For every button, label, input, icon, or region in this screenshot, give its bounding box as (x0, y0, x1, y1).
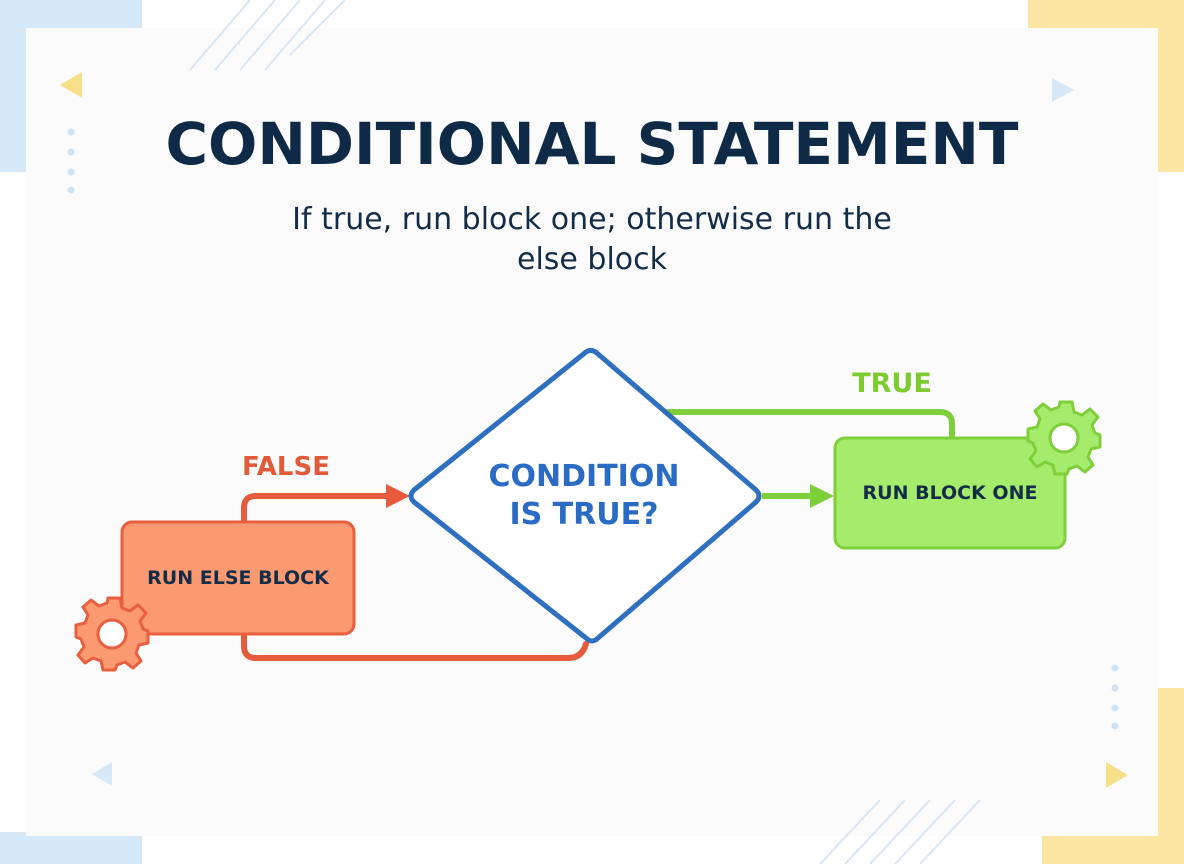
false-edge-top (241, 493, 391, 525)
gear-icon (1026, 400, 1102, 476)
triangle-icon (1106, 762, 1128, 788)
true-edge-top (665, 409, 955, 441)
true-arrowhead (810, 484, 834, 508)
triangle-icon (60, 72, 82, 98)
page-subtitle: If true, run block one; otherwise run th… (292, 202, 892, 277)
decision-label: CONDITION IS TRUE? (452, 456, 716, 536)
false-edge-bottom (241, 631, 589, 661)
triangle-icon (1052, 78, 1074, 102)
triangle-icon (92, 762, 112, 786)
else-block (120, 520, 356, 636)
page-title: CONDITIONAL STATEMENT (165, 110, 1019, 178)
corner-accent-bottom-left (0, 832, 142, 864)
decision-label-line1: CONDITION (488, 459, 680, 494)
gear-icon (74, 596, 150, 672)
true-block (833, 436, 1067, 550)
false-edge-label: FALSE (242, 452, 330, 482)
true-block-label: RUN BLOCK ONE (862, 482, 1038, 504)
true-edge-label: TRUE (852, 368, 932, 399)
else-block-label: RUN ELSE BLOCK (147, 567, 329, 589)
decision-label-line2: IS TRUE? (509, 497, 659, 532)
false-arrowhead (386, 484, 410, 508)
decision-diamond (408, 347, 762, 644)
